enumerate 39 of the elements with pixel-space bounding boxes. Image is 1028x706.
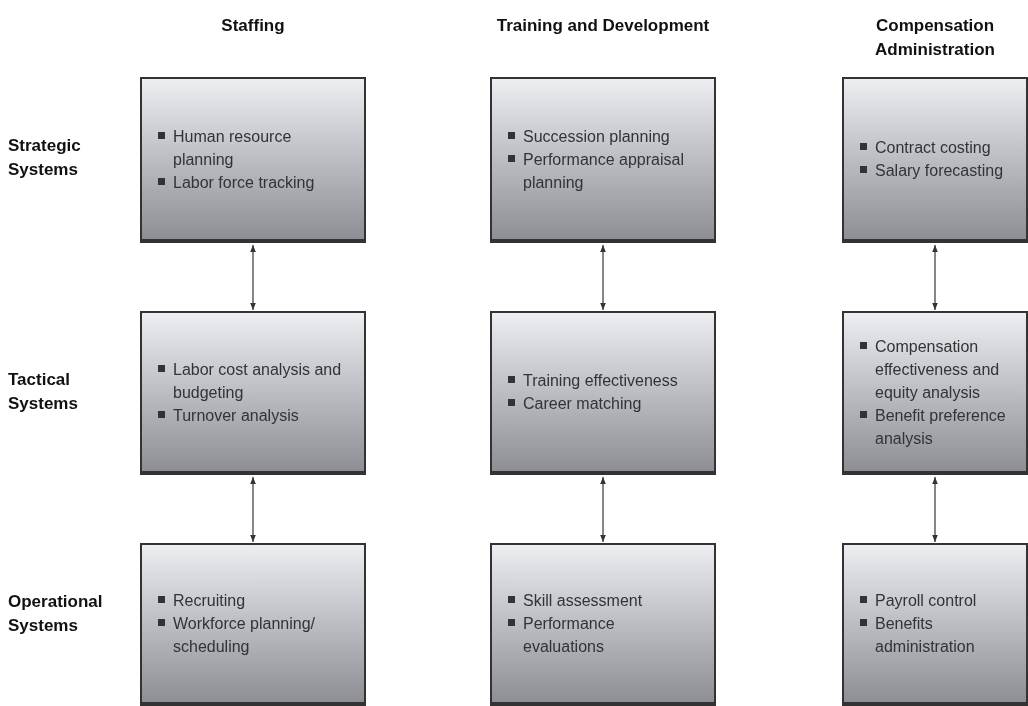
system-box: [140, 77, 366, 243]
system-box: [842, 311, 1028, 475]
bullet-text: Performance evaluations: [523, 614, 616, 657]
bullet-text: Benefits administration: [875, 614, 976, 657]
column-heading: Staffing: [220, 15, 286, 37]
system-box: [842, 77, 1028, 243]
bullet-text: Labor force tracking: [173, 172, 315, 193]
column-heading: Compensation Administration: [874, 15, 996, 61]
double-arrow: [600, 244, 606, 311]
double-arrow: [250, 476, 256, 543]
bullet-text: Human resource planning: [173, 126, 293, 170]
bullet-text: Succession planning: [523, 126, 670, 147]
bullet-text: Training effectiveness: [523, 371, 678, 391]
bullet-text: Turnover analysis: [173, 405, 299, 426]
double-arrow: [600, 476, 606, 543]
bullet-text: Career matching: [523, 394, 642, 414]
double-arrow: [250, 244, 256, 311]
bullet-text: Compensation effectiveness and equity analysis: [875, 336, 1001, 403]
system-box: [490, 543, 716, 706]
double-arrow: [932, 476, 938, 543]
row-heading: Strategic Systems: [8, 135, 82, 181]
row-heading: Tactical Systems: [8, 369, 79, 415]
system-box: [490, 311, 716, 475]
bullet-text: Contract costing: [875, 138, 991, 158]
system-box: [140, 311, 366, 475]
bullet-text: Salary forecasting: [875, 161, 1004, 181]
row-heading: Operational Systems: [8, 591, 104, 637]
bullet-text: Recruiting: [173, 591, 246, 611]
bullet-text: Skill assessment: [523, 591, 643, 611]
system-box: [140, 543, 366, 706]
bullet-text: Benefit preference analysis: [875, 405, 1007, 449]
bullet-text: Workforce planning/ scheduling: [173, 614, 316, 657]
bullet-text: Payroll control: [875, 591, 977, 611]
system-box: [842, 543, 1028, 706]
bullet-text: Labor cost analysis and budgeting: [173, 359, 343, 403]
bullet-text: Performance appraisal planning: [523, 149, 685, 193]
double-arrow: [932, 244, 938, 311]
column-heading: Training and Development: [495, 15, 711, 37]
system-box: [490, 77, 716, 243]
